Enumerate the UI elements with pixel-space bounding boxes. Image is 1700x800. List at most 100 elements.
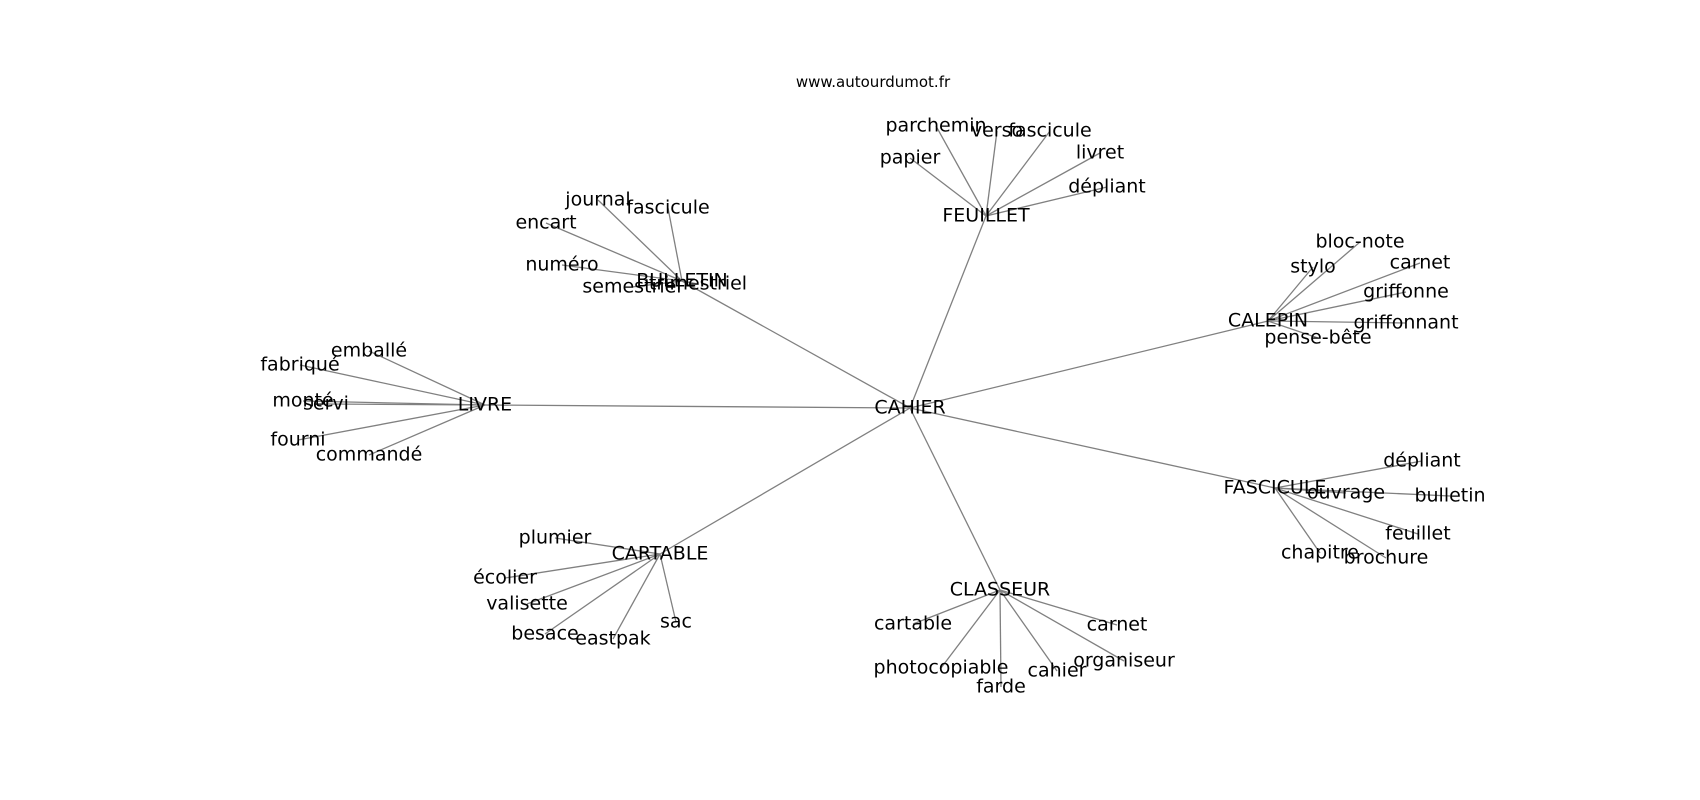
leaf-node: photocopiable <box>874 657 1009 679</box>
edge-livre-leaf <box>325 403 486 406</box>
edge-center-cartable <box>659 407 911 555</box>
edge-fascicule-leaf <box>1274 487 1387 559</box>
edge-feuillet-leaf <box>909 157 987 217</box>
edge-feuillet-leaf <box>985 130 998 217</box>
leaf-node: griffonne <box>1363 281 1449 303</box>
edge-cartable-leaf <box>659 553 677 623</box>
leaf-node: fascicule <box>626 197 709 219</box>
leaf-node: emballé <box>331 340 407 362</box>
edge-feuillet-leaf <box>985 130 1051 217</box>
edge-livre-leaf <box>368 350 486 406</box>
leaf-node: encart <box>515 212 576 234</box>
leaf-node: cartable <box>874 613 952 635</box>
leaf-node: fascicule <box>1008 120 1091 142</box>
center-node: CAHIER <box>874 397 945 419</box>
edge-calepin-leaf <box>1267 262 1421 322</box>
leaf-node: trimestriel <box>649 273 747 295</box>
leaf-node: feuillet <box>1385 523 1450 545</box>
leaf-node: dépliant <box>1068 176 1146 198</box>
hub-node-cartable: CARTABLE <box>612 543 709 565</box>
edge-calepin-leaf <box>1267 241 1361 322</box>
leaf-node: valisette <box>486 593 568 615</box>
edge-classeur-leaf <box>940 589 1001 669</box>
leaf-node: servi <box>303 393 349 415</box>
leaf-node: commandé <box>316 444 423 466</box>
hub-node-bulletin: BULLETIN <box>636 270 728 292</box>
edge-center-fascicule <box>909 407 1276 489</box>
edge-calepin-leaf <box>1267 291 1407 322</box>
edge-bulletin-leaf <box>561 264 683 282</box>
edge-classeur-leaf <box>999 589 1125 662</box>
leaf-node: pense-bête <box>1264 327 1371 349</box>
leaf-node: carnet <box>1087 614 1148 636</box>
leaf-node: bulletin <box>1414 485 1485 507</box>
edge-bulletin-leaf <box>597 199 683 282</box>
edge-bulletin-leaf <box>631 280 683 288</box>
edge-cartable-leaf <box>526 553 661 605</box>
edge-fascicule-leaf <box>1274 487 1451 497</box>
edge-cartable-leaf <box>554 537 661 555</box>
hub-node-livre: LIVRE <box>458 394 512 416</box>
hub-node-calepin: CALEPIN <box>1228 310 1308 332</box>
leaf-node: semestriel <box>582 276 681 298</box>
labels-layer: CAHIERFEUILLETpapierparcheminversofascic… <box>260 115 1485 698</box>
leaf-node: carnet <box>1390 252 1451 274</box>
edge-cartable-leaf <box>544 553 661 635</box>
leaf-node: verso <box>971 120 1023 142</box>
leaf-node: dépliant <box>1383 450 1461 472</box>
edge-classeur-leaf <box>912 589 1001 625</box>
leaf-node: numéro <box>525 254 598 276</box>
edge-center-bulletin <box>681 280 911 409</box>
leaf-node: livret <box>1076 142 1124 164</box>
edge-cartable-leaf <box>612 553 661 640</box>
edge-classeur-leaf <box>999 589 1118 626</box>
edge-cartable-leaf <box>504 553 661 579</box>
edge-feuillet-leaf <box>985 186 1108 217</box>
leaf-node: monté <box>272 390 333 412</box>
leaf-node: eastpak <box>575 628 650 650</box>
leaf-node: cahier <box>1028 660 1087 682</box>
edge-calepin-leaf <box>1267 320 1319 339</box>
leaf-node: griffonnant <box>1353 312 1458 334</box>
edge-calepin-leaf <box>1267 266 1314 322</box>
edge-fascicule-leaf <box>1274 487 1419 535</box>
leaf-node: écolier <box>473 567 537 589</box>
hub-node-classeur: CLASSEUR <box>950 579 1051 601</box>
source-label: www.autourdumot.fr <box>796 73 951 91</box>
edge-calepin-leaf <box>1267 320 1407 324</box>
leaf-node: plumier <box>519 527 592 549</box>
leaf-node: bloc-note <box>1315 231 1404 253</box>
leaf-node: papier <box>880 147 941 169</box>
leaf-node: organiseur <box>1073 650 1175 672</box>
leaf-node: farde <box>976 676 1026 698</box>
leaf-node: parchemin <box>885 115 986 137</box>
edge-center-classeur <box>909 407 1001 591</box>
edge-feuillet-leaf <box>985 152 1101 217</box>
hub-node-feuillet: FEUILLET <box>942 205 1030 227</box>
leaf-node: besace <box>511 623 578 645</box>
edge-livre-leaf <box>299 364 486 406</box>
leaf-node: sac <box>660 611 692 633</box>
leaf-node: fourni <box>270 429 325 451</box>
edge-fascicule-leaf <box>1274 487 1321 554</box>
edge-feuillet-leaf <box>935 125 987 217</box>
edge-center-livre <box>484 404 911 409</box>
edge-center-calepin <box>909 320 1269 409</box>
edge-classeur-leaf <box>999 589 1002 688</box>
edge-bulletin-leaf <box>545 222 683 282</box>
edge-center-feuillet <box>909 215 987 409</box>
edge-fascicule-leaf <box>1274 460 1423 489</box>
edges-layer <box>297 125 1451 688</box>
leaf-node: fabriqué <box>260 354 339 376</box>
leaf-node: journal <box>564 189 630 211</box>
edge-classeur-leaf <box>999 589 1058 672</box>
edge-bulletin-leaf <box>681 280 699 285</box>
edge-bulletin-leaf <box>667 207 683 282</box>
hub-node-fascicule: FASCICULE <box>1224 477 1327 499</box>
leaf-node: stylo <box>1290 256 1336 278</box>
leaf-node: brochure <box>1344 547 1429 569</box>
leaf-node: ouvrage <box>1307 482 1385 504</box>
edge-livre-leaf <box>297 404 486 441</box>
leaf-node: chapitre <box>1281 542 1359 564</box>
